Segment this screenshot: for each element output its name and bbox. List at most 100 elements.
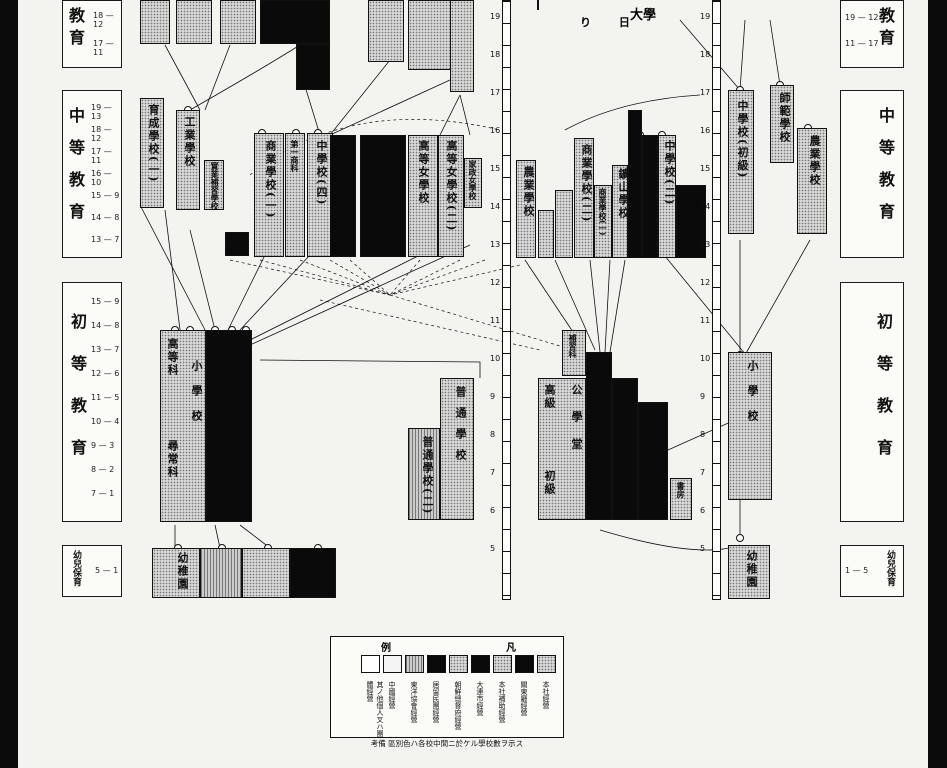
- legend-text-0: 其ノ他個人叉ハ團體經營: [366, 681, 384, 737]
- legend-text-7: 關東廳經營: [520, 681, 528, 716]
- left-chuto-label: 中等教育: [66, 107, 85, 235]
- shogyo1-label: 商業學校(一): [264, 140, 277, 220]
- shihan-label: 師範學校: [778, 92, 791, 144]
- age-grade-label: 9 — 3: [91, 441, 115, 450]
- left-kyoiku-label: 教育: [66, 7, 85, 51]
- shogyo-r-label: 商業學校(二): [580, 144, 593, 224]
- legend-text-5: 大連市經營: [476, 681, 484, 716]
- age-label: 5 — 1: [95, 566, 119, 575]
- legend-text-1: 中國經營: [388, 681, 396, 709]
- legend-title-left: 例: [381, 643, 391, 654]
- chugakko-r-label: 中學校(二): [663, 140, 676, 207]
- ikusei-label: 育成學校(一): [147, 104, 160, 184]
- shogakko-left-label: 小學校: [190, 360, 203, 435]
- legend-swatch-honsha: [537, 655, 556, 673]
- ruler-number: 17: [490, 88, 501, 97]
- ruler-number: 6: [700, 506, 706, 515]
- koto-jogakko: [408, 135, 438, 257]
- black-small: [225, 232, 249, 256]
- black-chu-2: [360, 135, 406, 257]
- age-grade-label: 10 — 4: [91, 417, 120, 426]
- age-grade-label: 13 — 7: [91, 235, 120, 244]
- yochien-mid: [242, 548, 290, 598]
- legend-swatch-kyoryu: [427, 655, 446, 673]
- hoshu-label: 補習科: [568, 334, 578, 358]
- yochien-stripe: [200, 548, 242, 598]
- black-primary-r3: [638, 402, 668, 520]
- right-kyoiku-label: 教育: [876, 7, 895, 51]
- kogakudo-label: 公學堂: [570, 384, 583, 465]
- black-primary-r1: [586, 352, 612, 520]
- black-primary-r2: [612, 378, 638, 520]
- kasei-school: [464, 158, 482, 208]
- legend-text-2: 東洋協會經營: [410, 681, 418, 723]
- right-shoto-label: 初等教育: [874, 313, 893, 481]
- top-center-subtitle: り 日: [580, 16, 642, 29]
- ruler-number: 15: [490, 164, 501, 173]
- top-school-5: [408, 0, 454, 70]
- ruler-number: 9: [490, 392, 496, 401]
- futsu2-label: 普通學校(二): [421, 436, 434, 516]
- futsu-label: 普通學校: [454, 386, 467, 470]
- kogakudo-school: [538, 378, 586, 520]
- shobo-label: 書房: [676, 482, 686, 498]
- shogakko-right-label: 小學校: [746, 360, 759, 435]
- age-grade-label: 19 — 13: [91, 103, 112, 121]
- ruler-number: 14: [700, 202, 711, 211]
- top-school-6: [450, 0, 474, 92]
- koto-jogakko2: [438, 135, 464, 257]
- kasei-label: 家政女學校: [468, 160, 478, 200]
- ikusei-school: [140, 98, 164, 208]
- right-chuto-label: 中等教育: [876, 107, 895, 235]
- left-yoji-box: 幼兒保育 5 — 1: [62, 545, 122, 597]
- ruler-number: 5: [490, 544, 496, 553]
- ruler-center: [537, 0, 539, 10]
- legend-swatch-kanto: [515, 655, 534, 673]
- ruler-number: 11: [700, 316, 711, 325]
- chugakko-rr-school: [728, 90, 754, 234]
- right-chuto-box: 中等教育: [840, 90, 904, 258]
- age-grade-label: 13 — 7: [91, 345, 120, 354]
- ruler-number: 19: [700, 12, 711, 21]
- nogyo-school: [516, 160, 536, 258]
- black-r-2: [642, 135, 658, 258]
- ruler-number: 14: [490, 202, 501, 211]
- koto-jogakko-label: 高等女學校: [417, 140, 430, 205]
- ruler-number: 7: [700, 468, 706, 477]
- right-shoto-box: 初等教育: [840, 282, 904, 522]
- age-grade-label: 18 — 12: [91, 125, 112, 143]
- shogyo-r2-school: [594, 185, 612, 258]
- age-grade-label: 14 — 8: [91, 213, 120, 222]
- black-r-1: [628, 110, 642, 258]
- yochien-left-label: 幼稚園: [176, 552, 189, 591]
- koto-jogakko2-label: 高等女學校(二): [445, 140, 458, 233]
- legend-caption: 考備 區別色ハ各校中間ニ於ケル學校數ヲ示ス: [370, 739, 524, 748]
- left-yoji-label: 幼兒保育: [71, 550, 81, 586]
- age-grade-label: 16 — 10: [91, 169, 112, 187]
- legend-swatch-dairen: [471, 655, 490, 673]
- legend-text-3: 居留民團經營: [432, 681, 440, 723]
- legend-text-6: 本社補助經營: [498, 681, 506, 723]
- ruler-number: 15: [700, 164, 711, 173]
- kozan-school: [612, 165, 628, 258]
- koto-label: 高等科: [166, 338, 179, 377]
- age-label: 18 — 12: [93, 11, 114, 29]
- black-r-3: [676, 185, 706, 258]
- kozan-label: 鑛山學校: [617, 168, 630, 220]
- age-grade-label: 14 — 8: [91, 321, 120, 330]
- age-grade-label: 15 — 9: [91, 191, 120, 200]
- legend-text-8: 本社經營: [542, 681, 550, 709]
- shoka-school: [285, 133, 305, 257]
- ruler-number: 10: [490, 354, 501, 363]
- chugakko1-label: 中學校(四): [315, 140, 328, 207]
- ruler-number: 19: [490, 12, 501, 21]
- shogyo-r-school: [574, 138, 594, 258]
- age-label: 19 — 12: [845, 13, 879, 22]
- small-school-b: [555, 190, 573, 258]
- shoka-label: 第一商科: [290, 140, 300, 172]
- top-black-step: [296, 44, 330, 90]
- black-primary-left: [206, 330, 252, 522]
- chugakko-r-school: [658, 135, 676, 258]
